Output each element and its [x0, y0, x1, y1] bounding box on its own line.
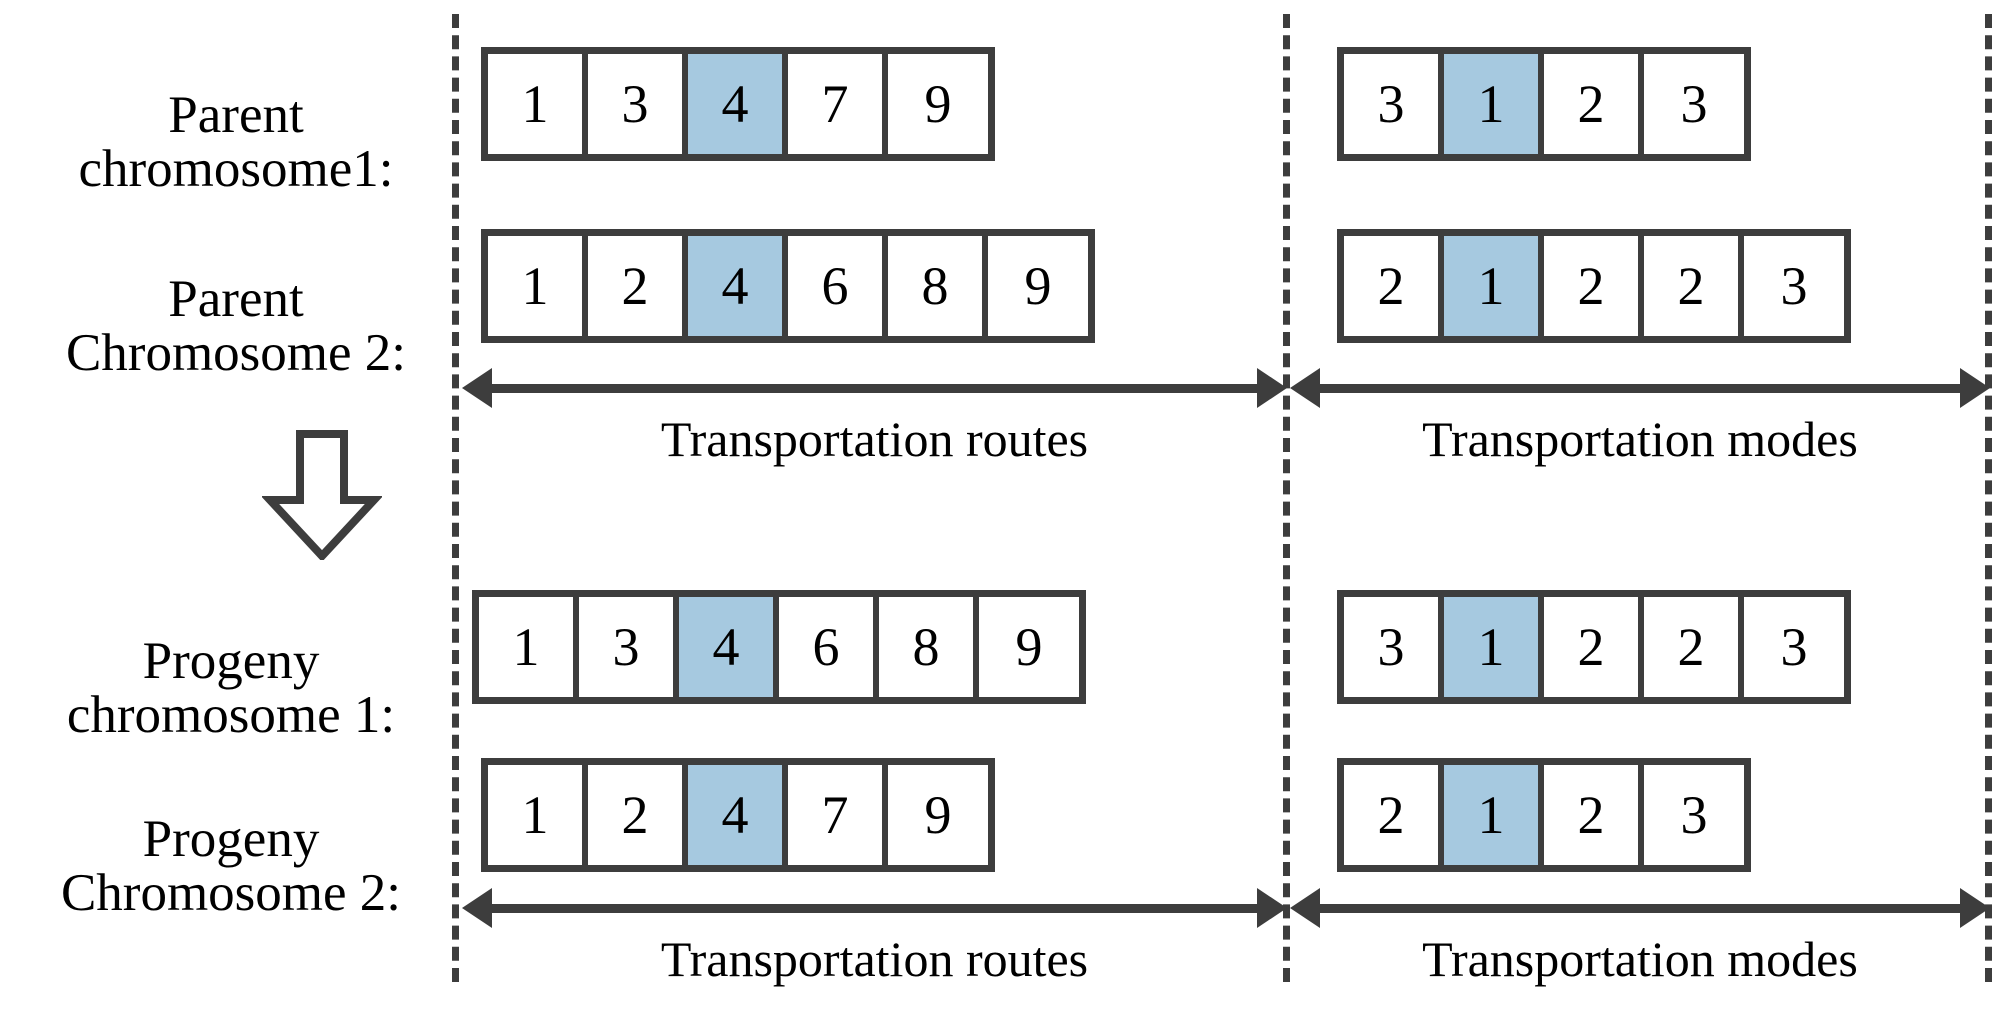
gene-cell: 3	[579, 597, 679, 697]
gene-cell: 9	[888, 54, 988, 154]
arrow-head-right-icon	[1257, 368, 1287, 408]
arrow-head-left-icon	[1290, 368, 1320, 408]
label-line-1: Progeny	[142, 632, 320, 691]
caption-bottom-routes: Transportation routes	[660, 931, 1089, 987]
gene-cell: 1	[488, 765, 588, 865]
gene-cell: 3	[1344, 54, 1444, 154]
gene-cell: 1	[488, 54, 588, 154]
label-line-1: Parent	[168, 270, 304, 329]
gene-cell: 7	[788, 765, 888, 865]
span-arrow-top-modes	[1290, 368, 1990, 408]
gene-cell: 6	[788, 236, 888, 336]
gene-cell: 2	[1544, 597, 1644, 697]
arrow-shaft	[1316, 904, 1964, 913]
gene-cell: 8	[879, 597, 979, 697]
gene-cell: 6	[779, 597, 879, 697]
label-progeny-chromosome-1: Progeny chromosome 1:	[20, 580, 442, 796]
gene-cell: 9	[988, 236, 1088, 336]
span-arrow-bottom-routes	[462, 888, 1287, 928]
gene-cell: 3	[1744, 236, 1844, 336]
gene-cell: 3	[588, 54, 688, 154]
label-parent-chromosome-1: Parent chromosome1:	[30, 34, 442, 250]
hollow-down-arrow-icon	[260, 430, 384, 562]
gene-cell: 2	[1644, 597, 1744, 697]
gene-cell-highlighted: 1	[1444, 54, 1544, 154]
gene-cell-highlighted: 4	[688, 236, 788, 336]
gene-cell: 2	[1644, 236, 1744, 336]
gene-cell: 7	[788, 54, 888, 154]
gene-cell-highlighted: 1	[1444, 236, 1544, 336]
arrow-shaft	[1316, 384, 1964, 393]
gene-cell: 1	[488, 236, 588, 336]
span-arrow-bottom-modes	[1290, 888, 1990, 928]
gene-cell: 2	[1344, 236, 1444, 336]
gene-cell: 8	[888, 236, 988, 336]
gene-cell: 2	[1344, 765, 1444, 865]
span-arrow-top-routes	[462, 368, 1287, 408]
label-line-2: chromosome 1:	[66, 686, 396, 745]
gene-cell: 2	[1544, 765, 1644, 865]
arrow-head-left-icon	[1290, 888, 1320, 928]
label-line-1: Progeny	[142, 810, 320, 869]
gene-cell: 2	[1544, 54, 1644, 154]
label-line-1: Parent	[168, 86, 304, 145]
gene-cell: 2	[1544, 236, 1644, 336]
gene-cell-highlighted: 4	[688, 54, 788, 154]
gene-cell-highlighted: 1	[1444, 765, 1544, 865]
label-line-2: Chromosome 2:	[60, 864, 402, 923]
gene-cell: 3	[1744, 597, 1844, 697]
gene-cell-highlighted: 4	[688, 765, 788, 865]
arrow-shaft	[488, 384, 1261, 393]
gene-cell: 9	[979, 597, 1079, 697]
label-line-2: chromosome1:	[78, 140, 394, 199]
gene-cell: 3	[1644, 54, 1744, 154]
arrow-head-right-icon	[1960, 888, 1990, 928]
arrow-shaft	[488, 904, 1261, 913]
label-line-2: Chromosome 2:	[65, 324, 407, 383]
gene-cell: 2	[588, 765, 688, 865]
dashed-separator-right	[1985, 14, 1992, 982]
gene-cell: 3	[1344, 597, 1444, 697]
arrow-head-right-icon	[1257, 888, 1287, 928]
gene-cell-highlighted: 1	[1444, 597, 1544, 697]
dashed-separator-middle	[1283, 14, 1290, 982]
caption-top-routes: Transportation routes	[660, 411, 1089, 467]
label-progeny-chromosome-2: Progeny Chromosome 2:	[20, 758, 442, 974]
arrow-head-left-icon	[462, 368, 492, 408]
gene-cell: 3	[1644, 765, 1744, 865]
arrow-head-left-icon	[462, 888, 492, 928]
gene-cell: 1	[479, 597, 579, 697]
caption-top-modes: Transportation modes	[1422, 411, 1858, 467]
gene-cell: 9	[888, 765, 988, 865]
label-parent-chromosome-2: Parent Chromosome 2:	[30, 218, 442, 434]
dashed-separator-left	[452, 14, 459, 982]
caption-bottom-modes: Transportation modes	[1422, 931, 1858, 987]
arrow-head-right-icon	[1960, 368, 1990, 408]
gene-cell-highlighted: 4	[679, 597, 779, 697]
gene-cell: 2	[588, 236, 688, 336]
